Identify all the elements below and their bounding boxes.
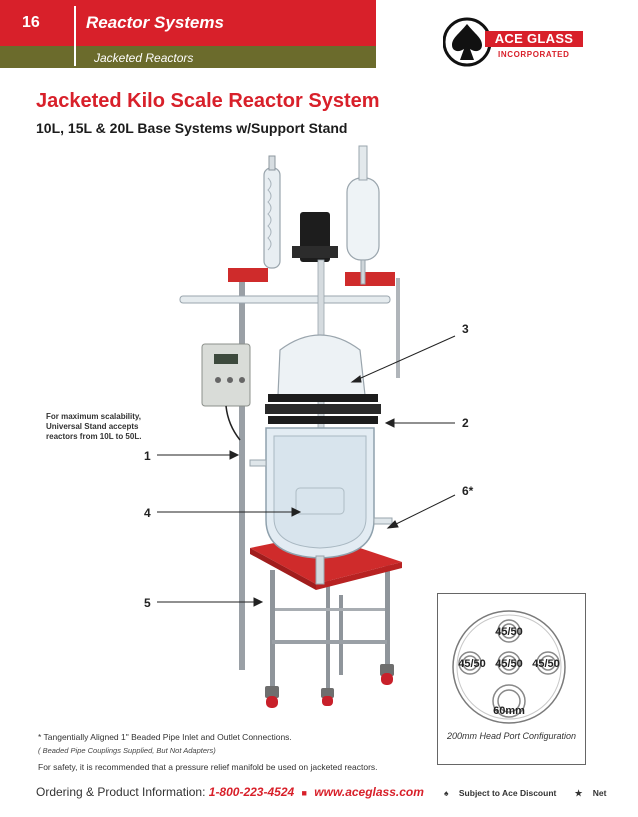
footer-label: Ordering & Product Information: bbox=[36, 785, 206, 799]
support-stand bbox=[228, 268, 402, 708]
callout-6: 6* bbox=[462, 484, 474, 498]
header-bar bbox=[0, 0, 376, 46]
footnote-couplings: ( Beaded Pipe Couplings Supplied, But No… bbox=[38, 746, 216, 755]
port-label-right: 45/50 bbox=[532, 658, 560, 670]
section-title: Reactor Systems bbox=[86, 13, 224, 32]
legend-net: Net bbox=[592, 788, 607, 798]
footer-phone[interactable]: 1-800-223-4524 bbox=[208, 785, 295, 799]
callout-5: 5 bbox=[144, 596, 151, 610]
head-port-diagram: 45/50 45/50 45/50 45/50 60mm bbox=[452, 610, 566, 724]
legend-discount: Subject to Ace Discount bbox=[458, 788, 557, 798]
subheader-bar bbox=[0, 46, 376, 68]
head-port-caption: 200mm Head Port Configuration bbox=[446, 731, 577, 741]
callout-3: 3 bbox=[462, 322, 469, 336]
port-label-bottom: 60mm bbox=[493, 705, 525, 717]
page-number: 16 bbox=[22, 14, 40, 31]
spade-icon: ♠ bbox=[444, 788, 449, 798]
square-bullet-icon: ■ bbox=[301, 788, 307, 798]
spade-icon bbox=[452, 24, 482, 60]
brand-name: ACE GLASS bbox=[485, 31, 583, 47]
port-label-center: 45/50 bbox=[495, 658, 523, 670]
head-port-panel bbox=[437, 593, 586, 765]
brand-suffix: INCORPORATED bbox=[498, 50, 570, 59]
page-title: Jacketed Kilo Scale Reactor System bbox=[36, 90, 380, 112]
star-icon: ★ bbox=[574, 788, 583, 798]
subsection-title: Jacketed Reactors bbox=[94, 51, 194, 65]
port-label-top: 45/50 bbox=[495, 626, 523, 638]
header-divider bbox=[74, 6, 76, 66]
callout-4: 4 bbox=[144, 506, 151, 520]
callout-1: 1 bbox=[144, 449, 151, 463]
temperature-controller bbox=[201, 343, 251, 441]
footer-ordering: Ordering & Product Information: 1-800-22… bbox=[36, 785, 424, 799]
stand-note: For maximum scalability, Universal Stand… bbox=[46, 412, 142, 441]
callout-2: 2 bbox=[462, 416, 469, 430]
callout-lines bbox=[157, 335, 456, 607]
footnote-safety: For safety, it is recommended that a pre… bbox=[38, 762, 378, 772]
page-subtitle: 10L, 15L & 20L Base Systems w/Support St… bbox=[36, 120, 348, 136]
port-label-left: 45/50 bbox=[458, 658, 486, 670]
ace-glass-logo bbox=[443, 17, 492, 67]
price-legend: ♠ Subject to Ace Discount ★ Net bbox=[444, 788, 622, 799]
footer-url[interactable]: www.aceglass.com bbox=[314, 785, 424, 799]
footnote-tangential: * Tangentially Aligned 1" Beaded Pipe In… bbox=[38, 732, 292, 742]
glassware bbox=[179, 145, 393, 585]
